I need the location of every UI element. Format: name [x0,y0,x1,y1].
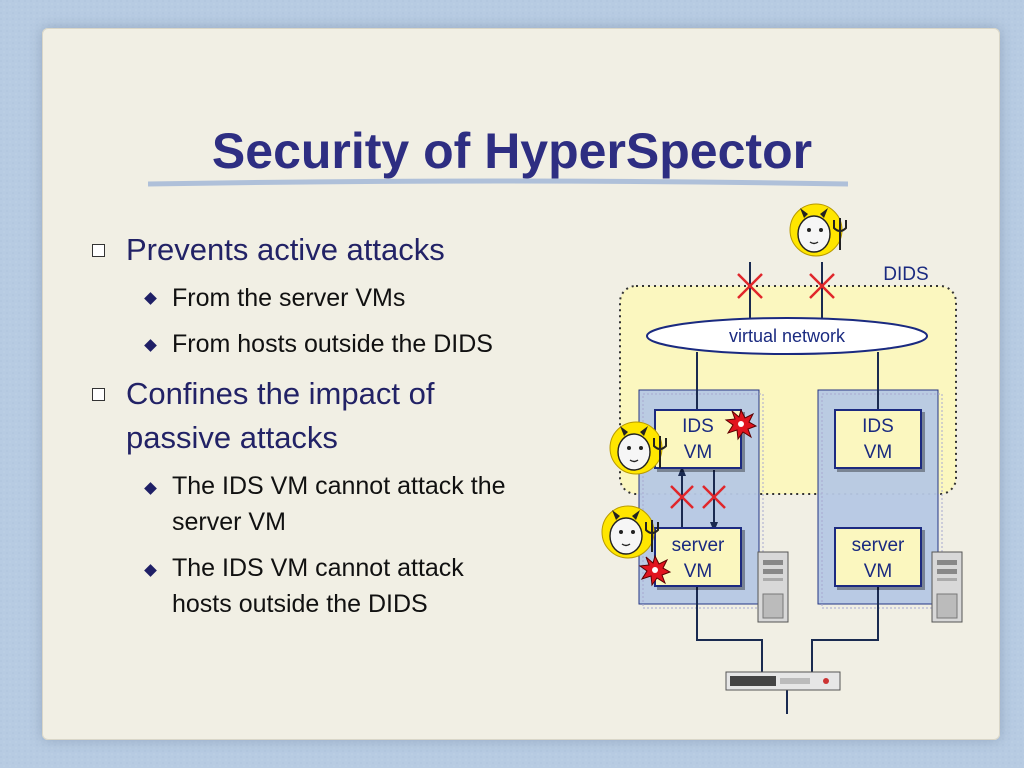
bullet-confines-line2: passive attacks [126,420,338,455]
bullet-square-icon [92,388,105,401]
attacker-devil-icon [609,421,667,475]
link-right-server-switch [811,586,879,672]
sub-bullet-ids-hosts-line1: The IDS VM cannot attack [172,554,464,582]
dids-label: DIDS [883,264,928,285]
bullet-square-icon [92,244,105,257]
blocked-x-icon [702,485,726,509]
left-server-vm-line2: VM [684,561,713,582]
sub-bullet-ids-hosts-line2: hosts outside the DIDS [172,590,428,618]
right-server-vm-line1: server [852,535,905,556]
right-server-vm-line2: VM [864,561,893,582]
right-ids-vm-box [834,409,922,469]
right-ids-vm-line1: IDS [862,416,894,437]
left-server-vm-line1: server [672,535,725,556]
sub-bullet-outside-hosts: From hosts outside the DIDS [172,330,493,358]
slide-title: Security of HyperSpector [211,123,813,179]
blocked-x-icon [737,273,763,299]
blocked-x-icon [809,273,835,299]
explosion-icon [724,408,758,441]
sub-bullet-server-vms: From the server VMs [172,284,406,312]
network-switch-icon [725,671,841,691]
left-ids-vm-line2: VM [684,442,713,463]
blocked-x-icon [670,485,694,509]
virtual-network: virtual network [646,317,928,355]
title-underline [148,178,848,187]
virtual-network-label: virtual network [729,326,846,346]
attacker-devil-icon [789,203,847,257]
server-tower-icon [757,551,789,623]
left-server-vm-box [654,527,742,587]
sub-bullet-ids-server-line2: server VM [172,508,286,536]
explosion-icon [638,554,672,587]
bullet-confines-line1: Confines the impact of [126,376,435,411]
server-tower-icon [931,551,963,623]
attacker-devil-icon [601,505,659,559]
bullet-prevents-active-attacks: Prevents active attacks [126,232,445,267]
right-server-vm-box [834,527,922,587]
left-ids-vm-line1: IDS [682,416,714,437]
sub-bullet-ids-server-line1: The IDS VM cannot attack the [172,472,506,500]
link-left-server-switch [696,586,763,672]
right-ids-vm-line2: VM [864,442,893,463]
